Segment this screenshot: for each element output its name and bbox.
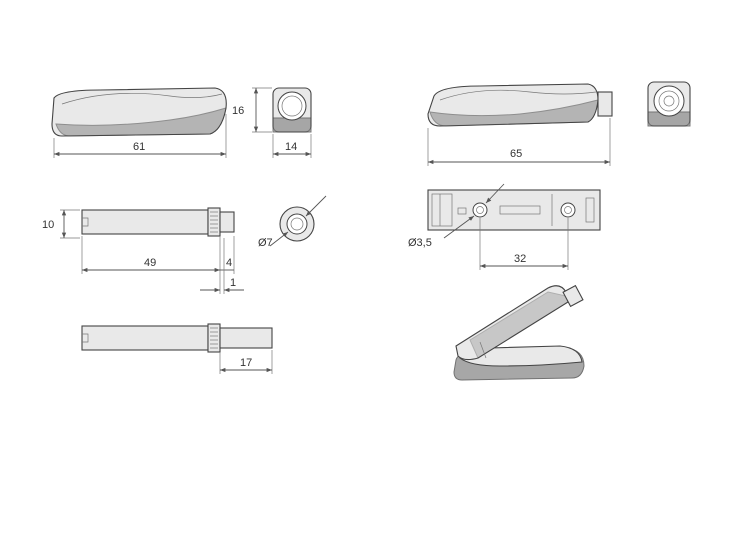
dim-61-label: 61 xyxy=(133,141,145,153)
plunger-extended-view xyxy=(81,323,273,353)
dim-65-label: 65 xyxy=(510,148,522,160)
dim-14-label: 14 xyxy=(285,141,297,153)
dim-1-label: 1 xyxy=(230,277,236,289)
dimension-17: 17 xyxy=(219,350,273,374)
dim-49-label: 49 xyxy=(144,257,156,269)
latch-left-front-view xyxy=(272,87,312,133)
dim-3-5-label: Ø3,5 xyxy=(408,237,432,249)
dim-17-label: 17 xyxy=(240,357,252,369)
dimension-4: 4 xyxy=(220,236,235,274)
dimension-10: 10 xyxy=(42,209,80,239)
dimension-1: 1 xyxy=(200,238,244,294)
dim-10-label: 10 xyxy=(42,219,54,231)
latch-right-side-view xyxy=(427,83,613,127)
dimension-61: 61 xyxy=(53,114,227,158)
latch-right-front-view xyxy=(647,81,691,127)
dimension-16: 16 xyxy=(232,87,272,133)
dimension-49: 49 xyxy=(81,236,221,294)
latch-top-view xyxy=(427,189,601,231)
dim-7-label: Ø7 xyxy=(258,237,273,249)
dim-16-label: 16 xyxy=(232,105,244,117)
dimension-32: 32 xyxy=(479,218,569,270)
latch-open-view xyxy=(453,284,585,381)
dim-4-label: 4 xyxy=(226,257,232,269)
plunger-end-view: Ø7 xyxy=(258,195,327,249)
dimension-14: 14 xyxy=(272,134,312,158)
latch-left-side-view xyxy=(51,87,227,137)
dimension-3-5: Ø3,5 xyxy=(408,183,505,249)
dim-32-label: 32 xyxy=(514,253,526,265)
plunger-top-view xyxy=(81,207,235,237)
dimension-65: 65 xyxy=(427,118,611,166)
